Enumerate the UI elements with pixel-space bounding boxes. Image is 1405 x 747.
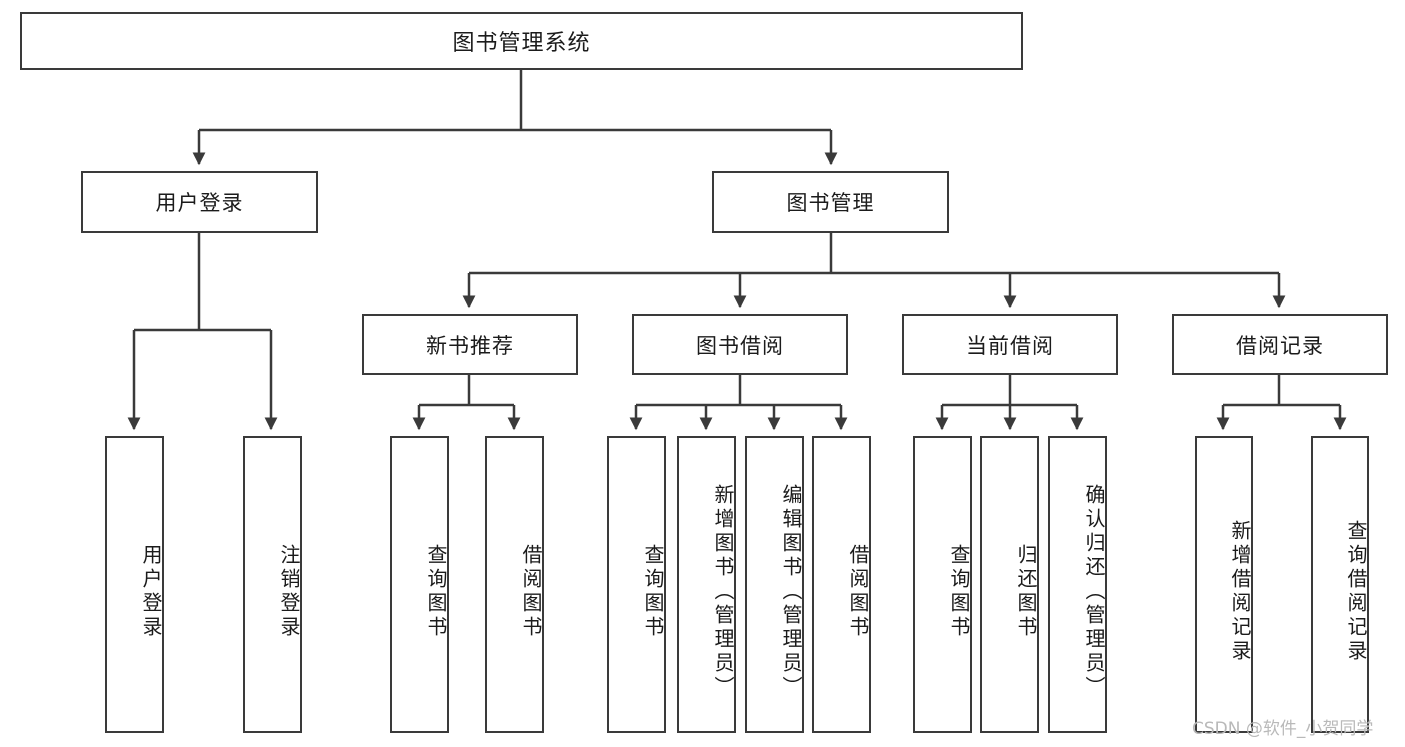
leaf-confirm-return-admin[interactable]: 确认归还（管理员）	[1048, 436, 1107, 733]
leaf-query-book-current[interactable]: 查询图书	[913, 436, 972, 733]
leaf-borrow-book-newbook[interactable]: 借阅图书	[485, 436, 544, 733]
leaf-query-book-borrow[interactable]: 查询图书	[607, 436, 666, 733]
leaf-return-book[interactable]: 归还图书	[980, 436, 1039, 733]
node-new-book-recommend[interactable]: 新书推荐	[362, 314, 578, 375]
node-current-borrow[interactable]: 当前借阅	[902, 314, 1118, 375]
leaf-edit-book-admin[interactable]: 编辑图书（管理员）	[745, 436, 804, 733]
leaf-query-borrow-record[interactable]: 查询借阅记录	[1311, 436, 1369, 733]
node-user-login[interactable]: 用户登录	[81, 171, 318, 233]
node-book-borrow[interactable]: 图书借阅	[632, 314, 848, 375]
leaf-query-book-newbook[interactable]: 查询图书	[390, 436, 449, 733]
leaf-logout[interactable]: 注销登录	[243, 436, 302, 733]
leaf-add-book-admin[interactable]: 新增图书（管理员）	[677, 436, 736, 733]
leaf-add-borrow-record[interactable]: 新增借阅记录	[1195, 436, 1253, 733]
node-borrow-record[interactable]: 借阅记录	[1172, 314, 1388, 375]
node-book-management[interactable]: 图书管理	[712, 171, 949, 233]
node-root-library-management-system[interactable]: 图书管理系统	[20, 12, 1023, 70]
leaf-borrow-book-borrow[interactable]: 借阅图书	[812, 436, 871, 733]
csdn-watermark: CSDN @软件_小贺同学	[1192, 719, 1374, 739]
leaf-user-login[interactable]: 用户登录	[105, 436, 164, 733]
